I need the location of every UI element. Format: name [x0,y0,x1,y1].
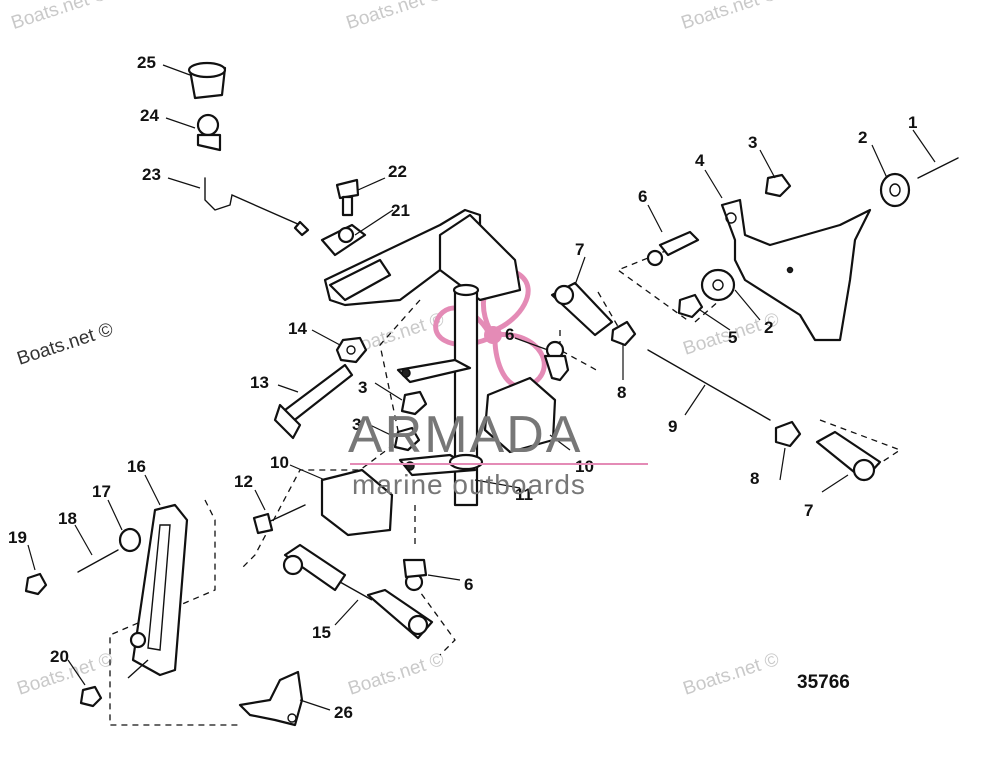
part-label: 6 [638,187,647,206]
part-label: 8 [750,469,759,488]
part-label: 10 [270,453,289,472]
nut-part [677,293,704,319]
lever-part [131,503,189,677]
part-label: 19 [8,528,27,547]
part-label: 7 [804,501,813,520]
part-label: 18 [58,509,77,528]
part-label: 10 [575,457,594,476]
washer-part [700,172,911,302]
label-leaders [27,64,936,711]
nut-part [335,336,368,364]
brand-watermark: ARMADA marine outboards [348,406,648,500]
part-label: 7 [575,240,584,259]
bushing-part [187,61,227,100]
screw-part [252,504,306,535]
stud-part [917,157,959,179]
block-part [320,376,557,537]
watermark: Boats.net © [681,649,782,700]
nut-part [79,631,149,708]
nut-part [393,173,792,452]
nut-part [610,320,802,448]
part-label: 26 [334,703,353,722]
watermark: Boats.net © [679,0,780,34]
part-label: 25 [137,53,156,72]
part-label: 22 [388,162,407,181]
part-label: 3 [748,133,757,152]
adjustable-link-part [282,543,434,640]
shift-shaft-assembly [323,208,522,507]
part-label: 14 [288,319,307,338]
part-labels: 1 2 3 4 6 7 2 5 8 9 6 3 3 10 11 14 13 21… [8,53,917,722]
part-label: 3 [358,378,367,397]
screw-part [335,178,360,217]
rod-end-part [550,281,614,337]
part-label: 9 [668,417,677,436]
clamp-part [320,223,367,257]
threaded-rod-part [647,349,771,421]
watermark: Boats.net © [15,319,116,370]
long-screw-part [273,363,354,440]
part-label: 4 [695,151,705,170]
watermarks: Boats.net © Boats.net © Boats.net © Boat… [9,0,782,700]
part-label: 15 [312,623,331,642]
part-label: 12 [234,472,253,491]
dashed-leader-lines [109,249,902,726]
brand-name: ARMADA [348,406,582,464]
part-label: 6 [505,325,514,344]
part-label: 17 [92,482,111,501]
watermark: Boats.net © [344,0,445,34]
part-label: 1 [908,113,917,132]
shift-rod [204,177,310,237]
part-label: 8 [617,383,626,402]
part-label: 21 [391,201,410,220]
nut-part [24,572,48,596]
washer-part [118,527,142,553]
part-label: 23 [142,165,161,184]
part-label: 24 [140,106,159,125]
rod-end-part [815,430,882,482]
part-label: 2 [858,128,867,147]
ball-stud-part [402,230,700,592]
part-label: 11 [515,485,533,504]
ball-joint-part [196,113,222,152]
part-label: 5 [728,328,737,347]
part-label: 2 [764,318,773,337]
brand-tagline: marine outboards [352,469,586,500]
bracket-part [720,198,872,342]
part-label: 20 [50,647,69,666]
part-label: 16 [127,457,146,476]
watermark: Boats.net © [346,649,447,700]
bracket-part [238,670,304,727]
watermark: Boats.net © [9,0,110,34]
part-label: 3 [352,415,361,434]
part-label: 6 [464,575,473,594]
part-label: 13 [250,373,269,392]
stud-part [77,549,119,573]
figure-number: 35766 [797,672,850,693]
